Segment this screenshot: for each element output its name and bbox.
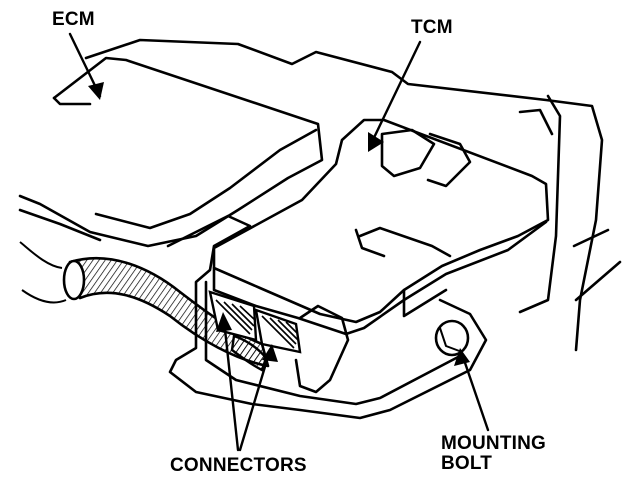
bracket-right-notch (518, 108, 554, 136)
connectors-arrowhead-left (216, 312, 232, 332)
tcm-top-rib-right (426, 132, 472, 188)
tcm-module-top (212, 118, 550, 324)
harness-left-lead (19, 241, 67, 304)
ecm-module-outline (18, 56, 324, 248)
mounting-bracket-inner (204, 280, 462, 406)
mounting-bracket-outline (166, 214, 488, 420)
tcm-arrowhead (368, 132, 384, 152)
mounting-bolt-label-line1: MOUNTING (441, 433, 547, 454)
mounting-bolt-arrowhead (454, 348, 470, 366)
mounting-bolt-label: MOUNTING BOLT (441, 434, 546, 474)
ecm-label: ECM (52, 10, 95, 30)
mounting-bolt-leader (460, 352, 490, 432)
ecm-module-bottom (18, 208, 102, 242)
body-panel-outline (84, 38, 604, 352)
connectors-leader-left (222, 318, 240, 452)
harness-tube-end (62, 259, 86, 301)
tcm-module-front-face (212, 220, 548, 336)
ecm-module-front-edge (94, 128, 318, 230)
connectors-arrowhead-right (262, 344, 278, 362)
ecm-label-text: ECM (52, 9, 95, 30)
mounting-bracket-tab (294, 304, 350, 394)
mounting-bolt-label-line2: BOLT (441, 453, 493, 474)
mounting-bolt-head (434, 319, 470, 357)
connectors-leader-right (238, 348, 272, 452)
body-panel-lower-edge (572, 228, 622, 302)
connector-left-wires (215, 299, 256, 335)
mounting-bolt-shade (439, 327, 463, 353)
ecm-module-top-edge (52, 96, 92, 106)
harness-lower-tube (230, 334, 268, 372)
bracket-right-flange (518, 94, 562, 314)
tcm-leader-line (368, 40, 422, 148)
tcm-top-rib-left (380, 128, 436, 178)
connectors-label: CONNECTORS (170, 456, 307, 476)
ecm-arrowhead (88, 82, 104, 100)
tcm-module-side-edge (402, 288, 448, 318)
tcm-label-text: TCM (411, 17, 453, 38)
bracket-slot (354, 228, 386, 258)
tcm-front-ledge (358, 226, 452, 258)
connectors-label-text: CONNECTORS (170, 455, 307, 476)
tcm-label: TCM (411, 18, 453, 38)
connector-right-wires (261, 315, 299, 349)
wire-harness (19, 241, 270, 372)
connectors-group (208, 290, 302, 354)
